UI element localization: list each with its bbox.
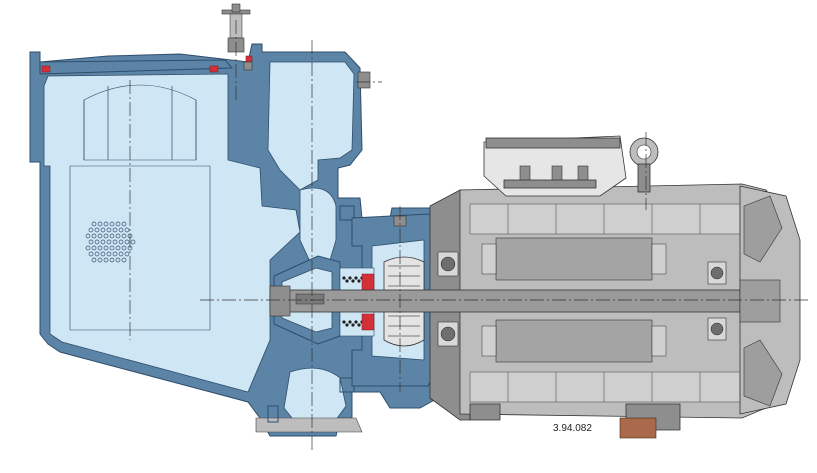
strainer-basket bbox=[69, 165, 211, 331]
spring-coil bbox=[345, 279, 349, 283]
fan-blade-bottom bbox=[743, 339, 783, 407]
perforation-hole bbox=[97, 233, 103, 239]
perforation-hole bbox=[88, 251, 94, 257]
mechanical-seal bbox=[339, 256, 425, 347]
motor-foot-block bbox=[619, 417, 657, 439]
stator-top bbox=[495, 237, 653, 281]
perforation-hole bbox=[97, 257, 103, 263]
perforation-hole bbox=[85, 233, 91, 239]
strainer-perforation-icon bbox=[85, 221, 136, 263]
side-bolt bbox=[357, 71, 371, 89]
perforation-hole bbox=[121, 233, 127, 239]
perforation-hole bbox=[118, 251, 124, 257]
perforation-hole bbox=[130, 239, 136, 245]
perforation-hole bbox=[106, 239, 112, 245]
perforation-hole bbox=[88, 239, 94, 245]
shaft-key bbox=[295, 293, 325, 305]
shaft bbox=[269, 289, 787, 313]
stator-winding-tl bbox=[481, 243, 497, 275]
perforation-hole bbox=[115, 221, 121, 227]
perforation-hole bbox=[100, 251, 106, 257]
perforation-hole bbox=[118, 227, 124, 233]
perforation-hole bbox=[91, 221, 97, 227]
figure-reference-code: 3.94.082 bbox=[553, 423, 592, 434]
stator-winding-bl bbox=[481, 325, 497, 357]
perforation-hole bbox=[91, 233, 97, 239]
perforation-hole bbox=[97, 245, 103, 251]
perforation-hole bbox=[112, 227, 118, 233]
perforation-hole bbox=[109, 245, 115, 251]
spring-coil bbox=[348, 320, 352, 324]
perforation-hole bbox=[94, 227, 100, 233]
spring-coil bbox=[342, 276, 346, 280]
perforation-hole bbox=[109, 233, 115, 239]
lifting-eye-icon bbox=[629, 137, 659, 193]
motor-foot-left bbox=[469, 403, 501, 421]
perforation-hole bbox=[94, 239, 100, 245]
perforation-hole bbox=[97, 221, 103, 227]
perforation-hole bbox=[124, 251, 130, 257]
spring-coil bbox=[351, 279, 355, 283]
pump-foot bbox=[255, 417, 363, 433]
terminal-studs bbox=[503, 165, 597, 189]
centerlines bbox=[129, 20, 810, 452]
perforation-hole bbox=[121, 221, 127, 227]
perforation-hole bbox=[121, 245, 127, 251]
motor-fin-band bbox=[469, 203, 741, 235]
cover-plate bbox=[39, 59, 234, 75]
perforation-hole bbox=[100, 227, 106, 233]
perforation-hole bbox=[103, 257, 109, 263]
stator-bottom bbox=[495, 319, 653, 363]
stator-winding-tr bbox=[651, 243, 667, 275]
perforation-hole bbox=[109, 221, 115, 227]
perforation-hole bbox=[112, 251, 118, 257]
motor bbox=[269, 135, 801, 439]
terminal-box-lid bbox=[485, 137, 621, 149]
perforation-hole bbox=[100, 239, 106, 245]
perforation-hole bbox=[103, 221, 109, 227]
spring-coil bbox=[354, 276, 358, 280]
perforation-hole bbox=[91, 245, 97, 251]
spring-coil bbox=[342, 320, 346, 324]
impeller-nut bbox=[269, 285, 291, 317]
perforation-hole bbox=[106, 251, 112, 257]
seal-top-flange bbox=[245, 55, 253, 63]
seal-left bbox=[41, 65, 51, 73]
spring-coil bbox=[345, 323, 349, 327]
basket-dome bbox=[83, 84, 197, 161]
stator-winding-br bbox=[651, 325, 667, 357]
perforation-hole bbox=[124, 227, 130, 233]
perforation-hole bbox=[118, 239, 124, 245]
perforation-hole bbox=[103, 233, 109, 239]
spring-coil bbox=[348, 276, 352, 280]
perforation-hole bbox=[88, 227, 94, 233]
spring-coil bbox=[357, 323, 361, 327]
hatch-block-top bbox=[339, 205, 355, 221]
pump-casing bbox=[29, 3, 439, 437]
perforation-hole bbox=[109, 257, 115, 263]
seal-face-bottom bbox=[361, 313, 375, 331]
perforation-hole bbox=[85, 245, 91, 251]
spring-coil bbox=[357, 279, 361, 283]
fan-blade-top bbox=[743, 195, 783, 263]
perforation-hole bbox=[112, 239, 118, 245]
fan-hub bbox=[739, 279, 781, 323]
perforation-hole bbox=[121, 257, 127, 263]
perforation-hole bbox=[91, 257, 97, 263]
perforation-hole bbox=[106, 227, 112, 233]
foot-bolt-left bbox=[267, 405, 279, 423]
perforation-hole bbox=[115, 245, 121, 251]
perforation-hole bbox=[124, 239, 130, 245]
motor-fin-band bbox=[469, 371, 741, 403]
perforation-hole bbox=[103, 245, 109, 251]
perforation-hole bbox=[94, 251, 100, 257]
spring-coil bbox=[354, 320, 358, 324]
upper-right-chamber bbox=[267, 61, 355, 191]
seal-face-top bbox=[361, 273, 375, 291]
perforation-hole bbox=[115, 233, 121, 239]
seal-right bbox=[209, 65, 219, 73]
perforation-hole bbox=[115, 257, 121, 263]
spring-coil bbox=[351, 323, 355, 327]
